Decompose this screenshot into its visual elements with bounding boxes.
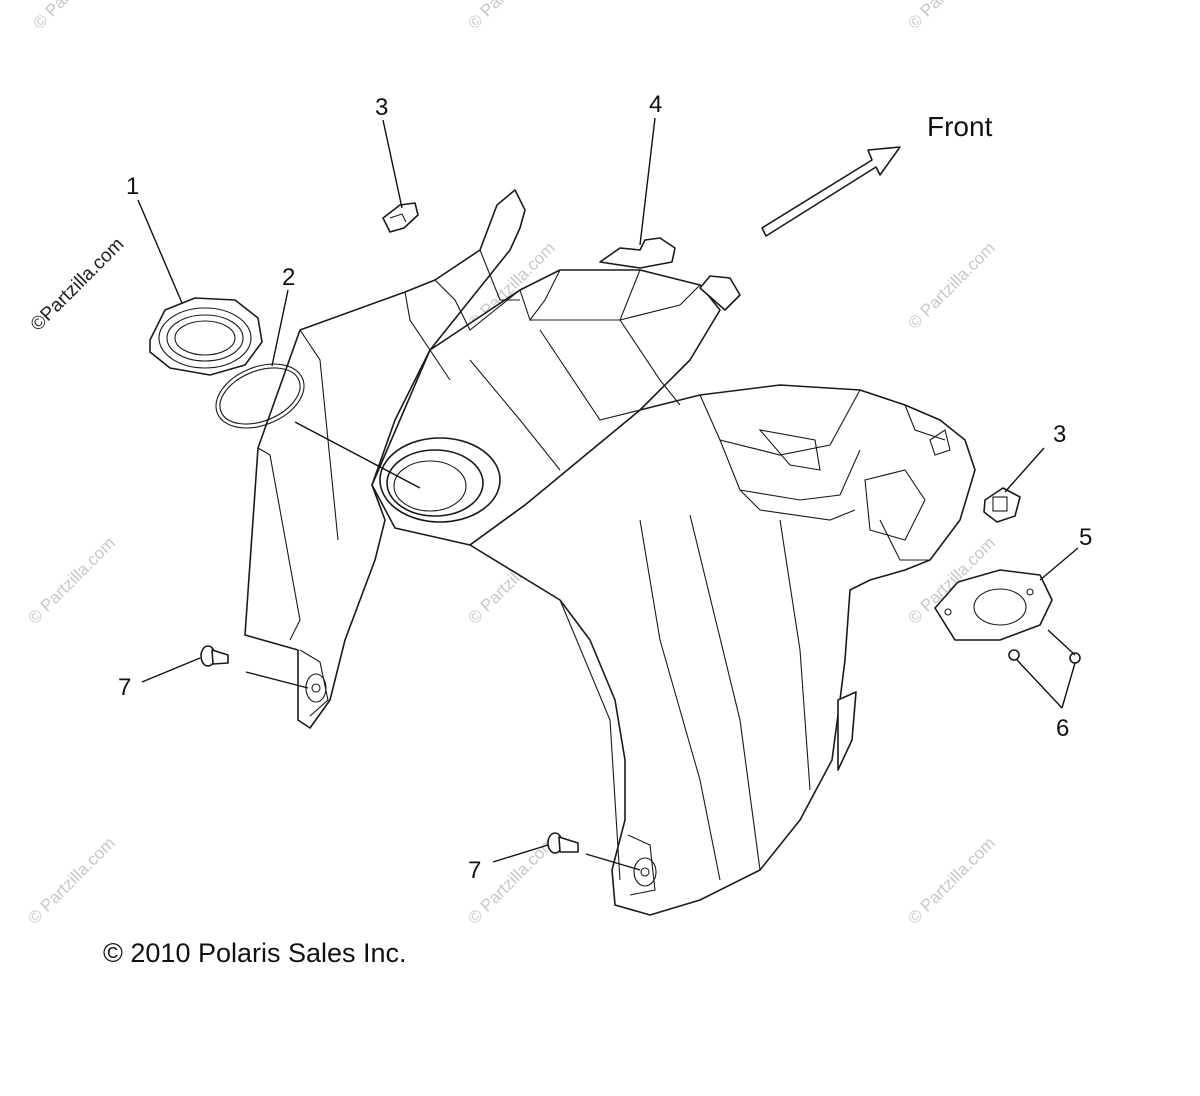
callout-3-top: 3 xyxy=(375,94,388,121)
front-arrow-icon xyxy=(761,146,901,237)
front-label: Front xyxy=(927,111,993,142)
part-7-rivet-bottom xyxy=(547,832,579,854)
part-3-clip-top xyxy=(382,202,419,233)
part-5-gasket-plate xyxy=(934,569,1053,641)
callout-6: 6 xyxy=(1056,715,1069,742)
part-7-rivet-left xyxy=(200,645,229,667)
callouts: 1 2 3 3 4 5 6 7 7 xyxy=(118,91,1092,884)
callout-1: 1 xyxy=(126,173,139,200)
callout-3-right: 3 xyxy=(1053,421,1066,448)
leader-lines xyxy=(137,117,1079,871)
callout-4: 4 xyxy=(649,91,662,118)
callout-2: 2 xyxy=(282,264,295,291)
watermark-primary: ©Partzilla.com xyxy=(27,234,129,336)
callout-5: 5 xyxy=(1079,524,1092,551)
watermark: © Partzilla.com xyxy=(904,833,998,927)
watermark: © Partzilla.com xyxy=(24,533,118,627)
watermark: © Partzilla.com xyxy=(24,833,118,927)
part-2-seal-ring xyxy=(215,363,305,429)
callout-7-bottom: 7 xyxy=(468,857,481,884)
watermark: © Partzilla.com xyxy=(29,0,123,33)
watermark: © Partzilla.com xyxy=(904,238,998,332)
copyright-notice: © 2010 Polaris Sales Inc. xyxy=(103,938,407,968)
part-6-screws xyxy=(1008,649,1081,664)
part-1-filler-bezel xyxy=(149,297,263,376)
watermark: © Partzilla.com xyxy=(904,0,998,33)
part-3-nut-right xyxy=(983,487,1021,523)
callout-7-left: 7 xyxy=(118,674,131,701)
console-shroud xyxy=(244,189,976,916)
watermark: © Partzilla.com xyxy=(464,0,558,33)
